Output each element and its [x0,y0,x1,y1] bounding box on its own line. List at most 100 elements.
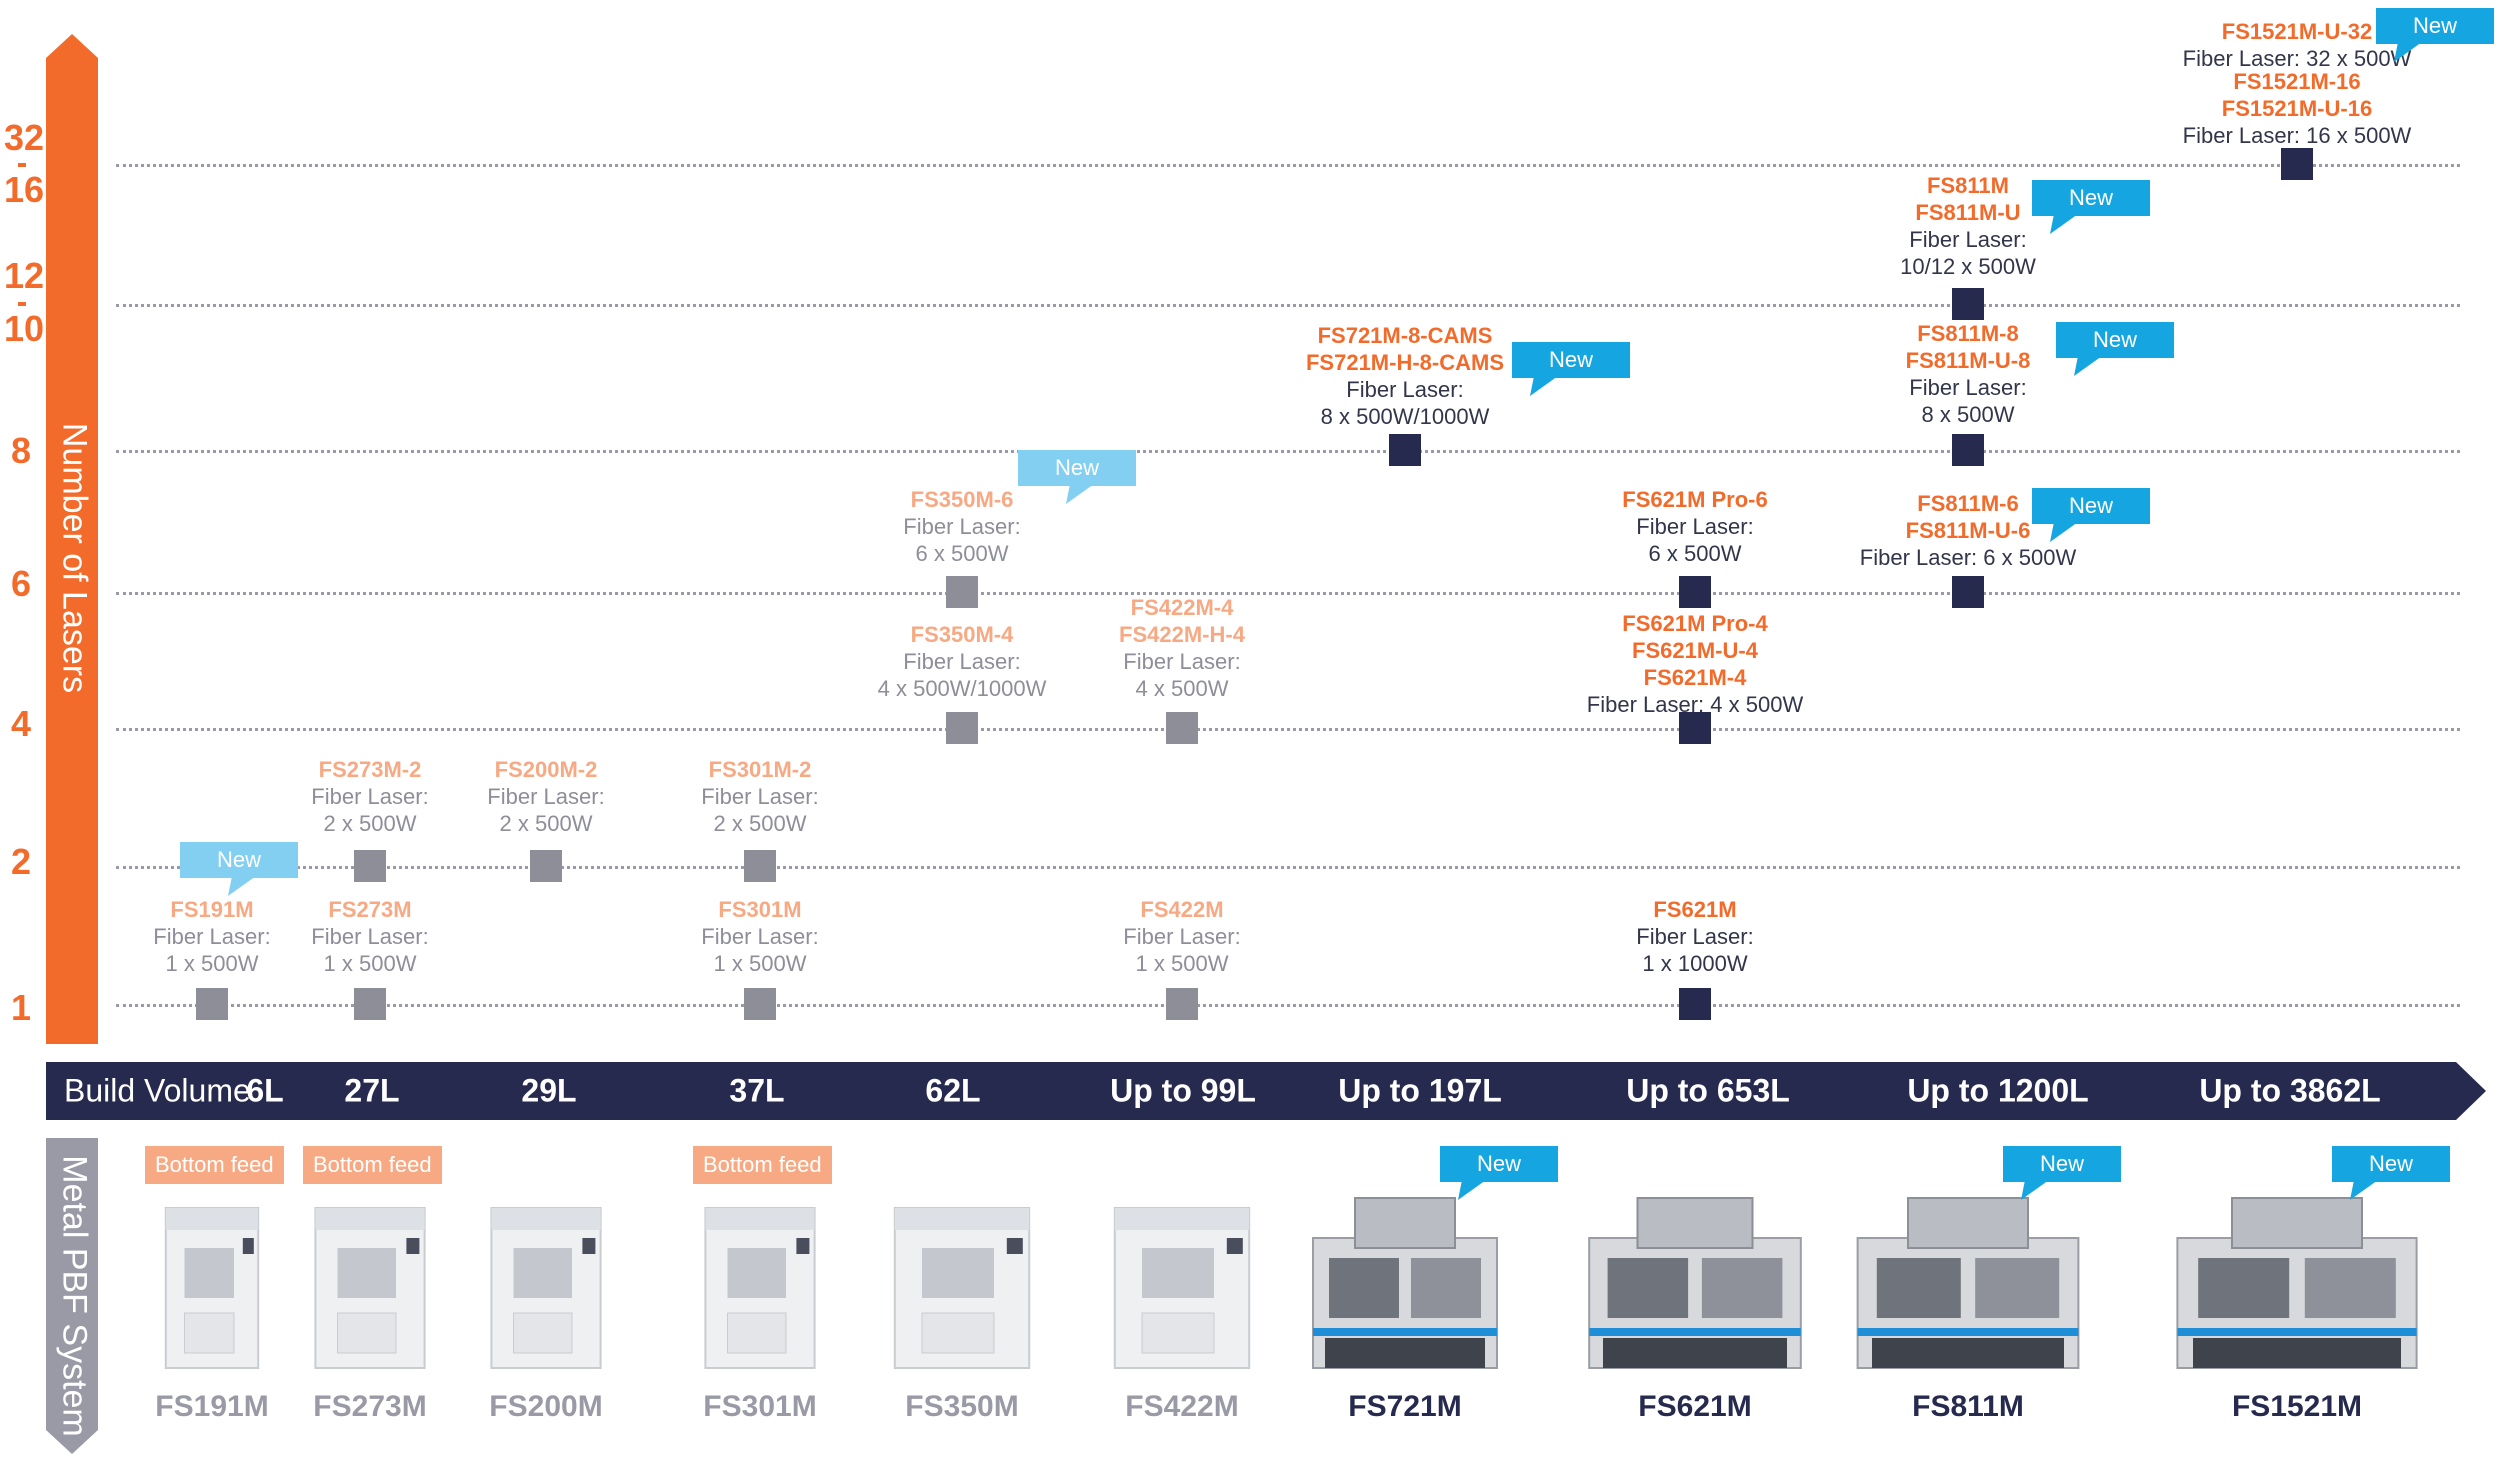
y-tick-range-dash [18,163,26,167]
configuration-marker[interactable] [530,850,562,882]
machine-fs422m[interactable] [1102,1178,1262,1378]
build-volume-value: 27L [344,1072,400,1109]
laser-spec: Fiber Laser: [1636,514,1754,539]
grid-line [116,728,2460,731]
new-badge-tail [2021,1180,2049,1200]
y-tick-label: 16 [4,169,45,210]
model-name: FS200M-2 [494,757,598,782]
laser-spec: Fiber Laser: 4 x 500W [1586,692,1804,717]
configuration-marker[interactable] [744,850,776,882]
configuration-marker[interactable] [1679,712,1711,744]
new-badge-label: New [2032,180,2150,216]
machine-fs200m[interactable] [481,1178,611,1378]
configuration-marker[interactable] [744,988,776,1020]
new-badge-tail [2394,42,2422,62]
machine-name: FS422M [1125,1390,1239,1423]
machine-name: FS301M [703,1390,817,1423]
machine-name: FS191M [155,1390,269,1423]
laser-spec: 10/12 x 500W [1900,254,2036,279]
machine-fs721m[interactable] [1305,1178,1505,1378]
y-tick-range-dash [18,302,26,306]
configuration-marker[interactable] [1679,576,1711,608]
y-tick-label: 4 [10,703,32,744]
machine-illustration [164,1207,260,1369]
configuration-marker[interactable] [1952,576,1984,608]
bottom-feed-tag: Bottom feed [693,1146,832,1184]
new-badge-label: New [2003,1146,2121,1182]
new-badge-tail [1530,376,1558,396]
new-badge-tail [1066,484,1094,504]
machine-fs1521m[interactable] [2167,1178,2427,1378]
configuration-marker[interactable] [1166,712,1198,744]
machine-name: FS350M [905,1390,1019,1423]
new-badge-label: New [2032,488,2150,524]
configuration-marker[interactable] [196,988,228,1020]
laser-spec: Fiber Laser: [1909,227,2027,252]
laser-spec: Fiber Laser: [311,924,429,949]
laser-spec: 1 x 1000W [1642,951,1748,976]
new-badge-tail [2074,356,2102,376]
machine-fs273m[interactable] [305,1178,435,1378]
new-badge-tail [1458,1180,1486,1200]
machine-fs811m[interactable] [1848,1178,2088,1378]
machine-fs621m[interactable] [1580,1178,1810,1378]
machine-illustration [1312,1197,1498,1369]
build-volume-value: Up to 99L [1110,1072,1256,1109]
laser-spec: Fiber Laser: 32 x 500W [2182,46,2412,71]
configuration-marker[interactable] [354,988,386,1020]
machine-fs350m[interactable] [882,1178,1042,1378]
laser-spec: Fiber Laser: [311,784,429,809]
laser-spec: Fiber Laser: [903,649,1021,674]
machine-name: FS200M [489,1390,603,1423]
model-name: FS811M [1927,173,2009,198]
new-badge-label: New [1018,450,1136,486]
new-badge: New [1440,1146,1558,1202]
machine-illustration [1113,1207,1251,1369]
model-name: FS621M [1653,897,1737,922]
machine-illustration [314,1207,426,1369]
configuration-marker[interactable] [946,712,978,744]
laser-spec: 4 x 500W [1135,676,1229,701]
machine-fs301m[interactable] [695,1178,825,1378]
configuration-marker[interactable] [1952,434,1984,466]
new-badge-tail [2050,214,2078,234]
build-volume-bar [46,1062,2486,1120]
configuration-marker[interactable] [2281,148,2313,180]
laser-spec: Fiber Laser: [1123,649,1241,674]
model-name: FS422M-4 [1130,595,1234,620]
build-volume-value: Up to 653L [1626,1072,1790,1109]
model-name: FS273M [328,897,412,922]
machine-name: FS811M [1912,1390,2024,1423]
configuration-marker[interactable] [1389,434,1421,466]
grid-line [116,164,2460,167]
new-badge: New [180,842,298,898]
configuration-marker[interactable] [946,576,978,608]
laser-spec: 1 x 500W [1135,951,1229,976]
new-badge: New [2003,1146,2121,1202]
configuration-marker[interactable] [1679,988,1711,1020]
configuration-marker[interactable] [1952,288,1984,320]
machine-illustration [704,1207,816,1369]
new-badge-tail [228,876,256,896]
model-name: FS621M-U-4 [1632,638,1758,663]
laser-spec: Fiber Laser: [153,924,271,949]
new-badge-label: New [180,842,298,878]
laser-spec: 6 x 500W [1648,541,1742,566]
machine-fs191m[interactable] [157,1178,267,1378]
model-name: FS422M-H-4 [1119,622,1245,647]
configuration-marker[interactable] [1166,988,1198,1020]
build-volume-value: 6L [246,1072,284,1109]
model-name: FS621M Pro-4 [1622,611,1768,636]
y-tick-label: 1 [10,987,32,1028]
configuration-marker[interactable] [354,850,386,882]
y-tick-label: 10 [4,308,45,349]
